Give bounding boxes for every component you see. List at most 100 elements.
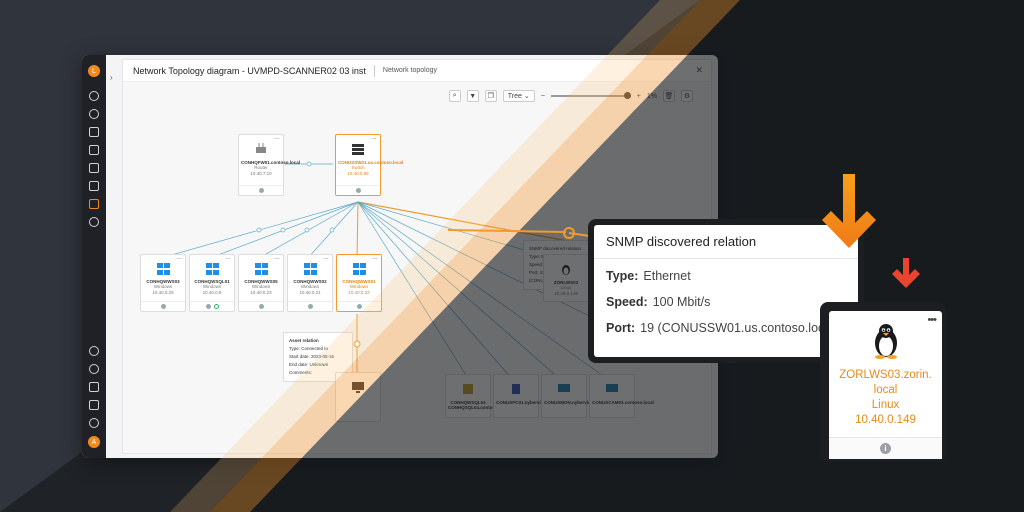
- info-icon[interactable]: [258, 304, 264, 309]
- windows-icon: [205, 263, 219, 275]
- popup-rows: Type: Ethernet Speed: 100 Mbit/s Port: 19 (…: [594, 259, 858, 341]
- node-footer: [239, 301, 283, 311]
- page-title: Network Topology diagram - UVMPD-SCANNER…: [133, 65, 366, 76]
- node-ip: 10.40.0.58: [347, 171, 369, 176]
- card-type: Type: Connected to: [289, 346, 329, 351]
- linux-asset-card[interactable]: ••• ZORLWS03.zorin.local Linux 10.40.0.1…: [829, 311, 942, 459]
- node-menu-icon[interactable]: …: [274, 135, 280, 141]
- dashboard-icon[interactable]: [89, 91, 99, 101]
- search-icon[interactable]: [89, 346, 99, 356]
- windows-node[interactable]: … CONHQWWS05 Windows 10.40.0.23: [238, 254, 284, 312]
- asset-os: Linux: [871, 399, 900, 411]
- node-name: CONUSMON.nybervision.local: [544, 400, 609, 405]
- linux-asset-card-frame: ••• ZORLWS03.zorin.local Linux 10.40.0.1…: [820, 302, 946, 462]
- popup-port-row: Port: 19 (CONUSSW01.us.contoso.local): [594, 315, 858, 341]
- node-name: CONUSCAM03.contoso.local: [592, 400, 654, 405]
- scan-icon[interactable]: [89, 109, 99, 119]
- rocket-icon[interactable]: [89, 400, 99, 410]
- monitor-icon: [606, 384, 618, 392]
- windows-icon: [303, 263, 317, 275]
- breadcrumb[interactable]: Network topology: [382, 67, 438, 74]
- history-icon[interactable]: [89, 364, 99, 374]
- card-end-date: End date: Unknown: [289, 362, 329, 367]
- close-icon[interactable]: ✕: [695, 65, 703, 75]
- linux-penguin-icon: [874, 324, 897, 359]
- asset-ip: 10.40.0.149: [855, 414, 916, 426]
- linux-node-small[interactable]: ZORLWS03 Linux 10.40.0.149: [543, 254, 589, 302]
- windows-node[interactable]: … CONHQWWS02 Windows 10.40.0.21: [287, 254, 333, 312]
- node-footer: [288, 301, 332, 311]
- card-start-date: Start date: 2023-05-16: [289, 354, 335, 359]
- shield-icon[interactable]: [89, 163, 99, 173]
- device-node[interactable]: CONUSMON.nybervision.local: [541, 374, 609, 418]
- node-ip: 10.40.0.9: [202, 290, 222, 295]
- node-type: Windows: [202, 284, 222, 289]
- node-ip: 10.40.0.21: [299, 290, 321, 295]
- bell-icon[interactable]: [89, 418, 99, 428]
- node-menu-icon[interactable]: …: [225, 255, 231, 261]
- node-footer: [239, 185, 283, 195]
- node-menu-icon[interactable]: …: [176, 255, 182, 261]
- windows-node[interactable]: … CONHQWWS03 Windows 10.40.0.25: [140, 254, 186, 312]
- device-node[interactable]: CONUSCAM03.contoso.local: [589, 374, 654, 418]
- title-separator: [373, 64, 375, 77]
- check-icon: [213, 304, 219, 309]
- monitor-node[interactable]: [335, 372, 381, 422]
- clipboard-icon[interactable]: [89, 382, 99, 392]
- info-icon[interactable]: [160, 304, 166, 309]
- node-ip: 10.40.0.23: [250, 290, 272, 295]
- info-icon[interactable]: [205, 304, 211, 309]
- windows-node-selected[interactable]: … CONHQWWS01 Windows 10.40.0.22: [336, 254, 382, 312]
- node-ip: 10.40.0.22: [348, 290, 370, 295]
- router-node[interactable]: … CONHQFW01.contoso.local Router 10.40.7…: [238, 134, 300, 196]
- type-label: Type:: [606, 269, 639, 283]
- device-icon: [512, 384, 520, 394]
- info-icon[interactable]: i: [880, 443, 891, 454]
- asset-name: ZORLWS03.zorin.local: [839, 369, 932, 396]
- linux-icon: [562, 265, 570, 275]
- node-footer: [141, 301, 185, 311]
- arrow-down-small-icon: [892, 258, 920, 288]
- card-title: Asset relation: [289, 338, 319, 343]
- card-footer: i: [829, 437, 942, 459]
- port-value: 19 (CONUSSW01.us.contoso.local): [640, 321, 839, 335]
- port-label: Port:: [606, 321, 636, 335]
- account-avatar[interactable]: A: [88, 436, 100, 448]
- calendar-icon[interactable]: [89, 145, 99, 155]
- windows-icon: [156, 263, 170, 275]
- inventory-icon[interactable]: [89, 181, 99, 191]
- type-value: Ethernet: [643, 269, 691, 283]
- expand-sidebar-button[interactable]: ›: [110, 73, 113, 82]
- speed-value: 100 Mbit/s: [652, 295, 711, 309]
- user-avatar[interactable]: L: [88, 65, 100, 77]
- node-menu-icon[interactable]: …: [274, 255, 280, 261]
- node-footer: [190, 301, 234, 311]
- title-bar: Network Topology diagram - UVMPD-SCANNER…: [123, 60, 711, 82]
- info-icon[interactable]: [355, 188, 361, 193]
- router-icon: [256, 143, 266, 153]
- popup-type-row: Type: Ethernet: [594, 263, 858, 289]
- windows-node[interactable]: … CONHQWSQL01 Windows 10.40.0.9: [189, 254, 235, 312]
- node-ip: 10.40.0.25: [152, 290, 174, 295]
- reports-icon[interactable]: [89, 127, 99, 137]
- device-node[interactable]: CONUSPC01.nybervision.local: [493, 374, 562, 418]
- device-node[interactable]: CONHQWSQL04 CONHQSQL04.contoso: [445, 374, 498, 418]
- node-menu-icon[interactable]: …: [372, 255, 378, 261]
- info-icon[interactable]: [356, 304, 362, 309]
- card-menu-icon[interactable]: •••: [927, 314, 937, 326]
- node-menu-icon[interactable]: …: [371, 135, 377, 141]
- settings-icon[interactable]: [89, 217, 99, 227]
- switch-node[interactable]: … CONUSSW01.us.contoso.local Switch 10.4…: [335, 134, 403, 196]
- arrow-down-large-icon: [822, 174, 876, 248]
- switch-icon: [352, 144, 364, 155]
- node-name: CONUSPC01.nybervision.local: [496, 400, 562, 405]
- node-menu-icon[interactable]: …: [323, 255, 329, 261]
- topology-icon[interactable]: [89, 199, 99, 209]
- node-type: Windows: [153, 284, 173, 289]
- node-name: CONHQWSQL04 CONHQSQL04.contoso: [448, 400, 498, 410]
- info-icon[interactable]: [258, 188, 264, 193]
- windows-icon: [352, 263, 366, 275]
- info-icon[interactable]: [307, 304, 313, 309]
- speed-label: Speed:: [606, 295, 648, 309]
- node-name: CONHQWSQL01: [194, 279, 230, 284]
